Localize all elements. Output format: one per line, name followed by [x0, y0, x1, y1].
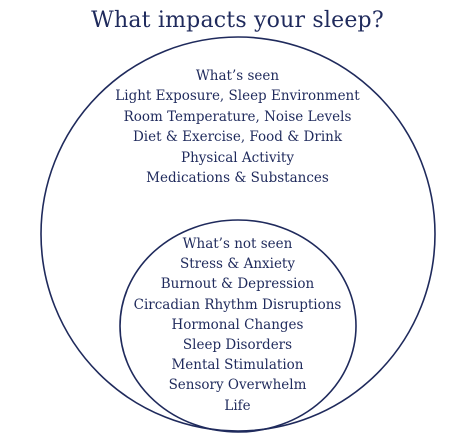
outer-item: Physical Activity — [181, 149, 294, 166]
inner-item: Hormonal Changes — [171, 316, 304, 333]
inner-circle — [119, 219, 357, 433]
outer-item: Diet & Exercise, Food & Drink — [132, 129, 343, 146]
outer-circle-list: What’s seen Light Exposure, Sleep Enviro… — [0, 66, 475, 188]
inner-item: Sleep Disorders — [182, 337, 293, 354]
inner-item-heading: What’s not seen — [182, 236, 293, 252]
inner-circle-list: What’s not seen Stress & Anxiety Burnout… — [0, 234, 475, 416]
outer-item: Medications & Substances — [146, 170, 329, 187]
outer-item: Room Temperature, Noise Levels — [123, 108, 352, 125]
inner-item: Circadian Rhythm Disruptions — [133, 296, 342, 313]
inner-item: Burnout & Depression — [160, 276, 315, 293]
inner-item: Mental Stimulation — [171, 357, 304, 374]
outer-item-heading: What’s seen — [195, 68, 280, 84]
outer-circle — [40, 36, 436, 432]
inner-item: Life — [224, 397, 251, 414]
outer-item: Light Exposure, Sleep Environment — [115, 88, 360, 105]
inner-item: Stress & Anxiety — [180, 256, 295, 273]
inner-item: Sensory Overwhelm — [168, 377, 307, 394]
diagram-title: What impacts your sleep? — [91, 8, 384, 33]
